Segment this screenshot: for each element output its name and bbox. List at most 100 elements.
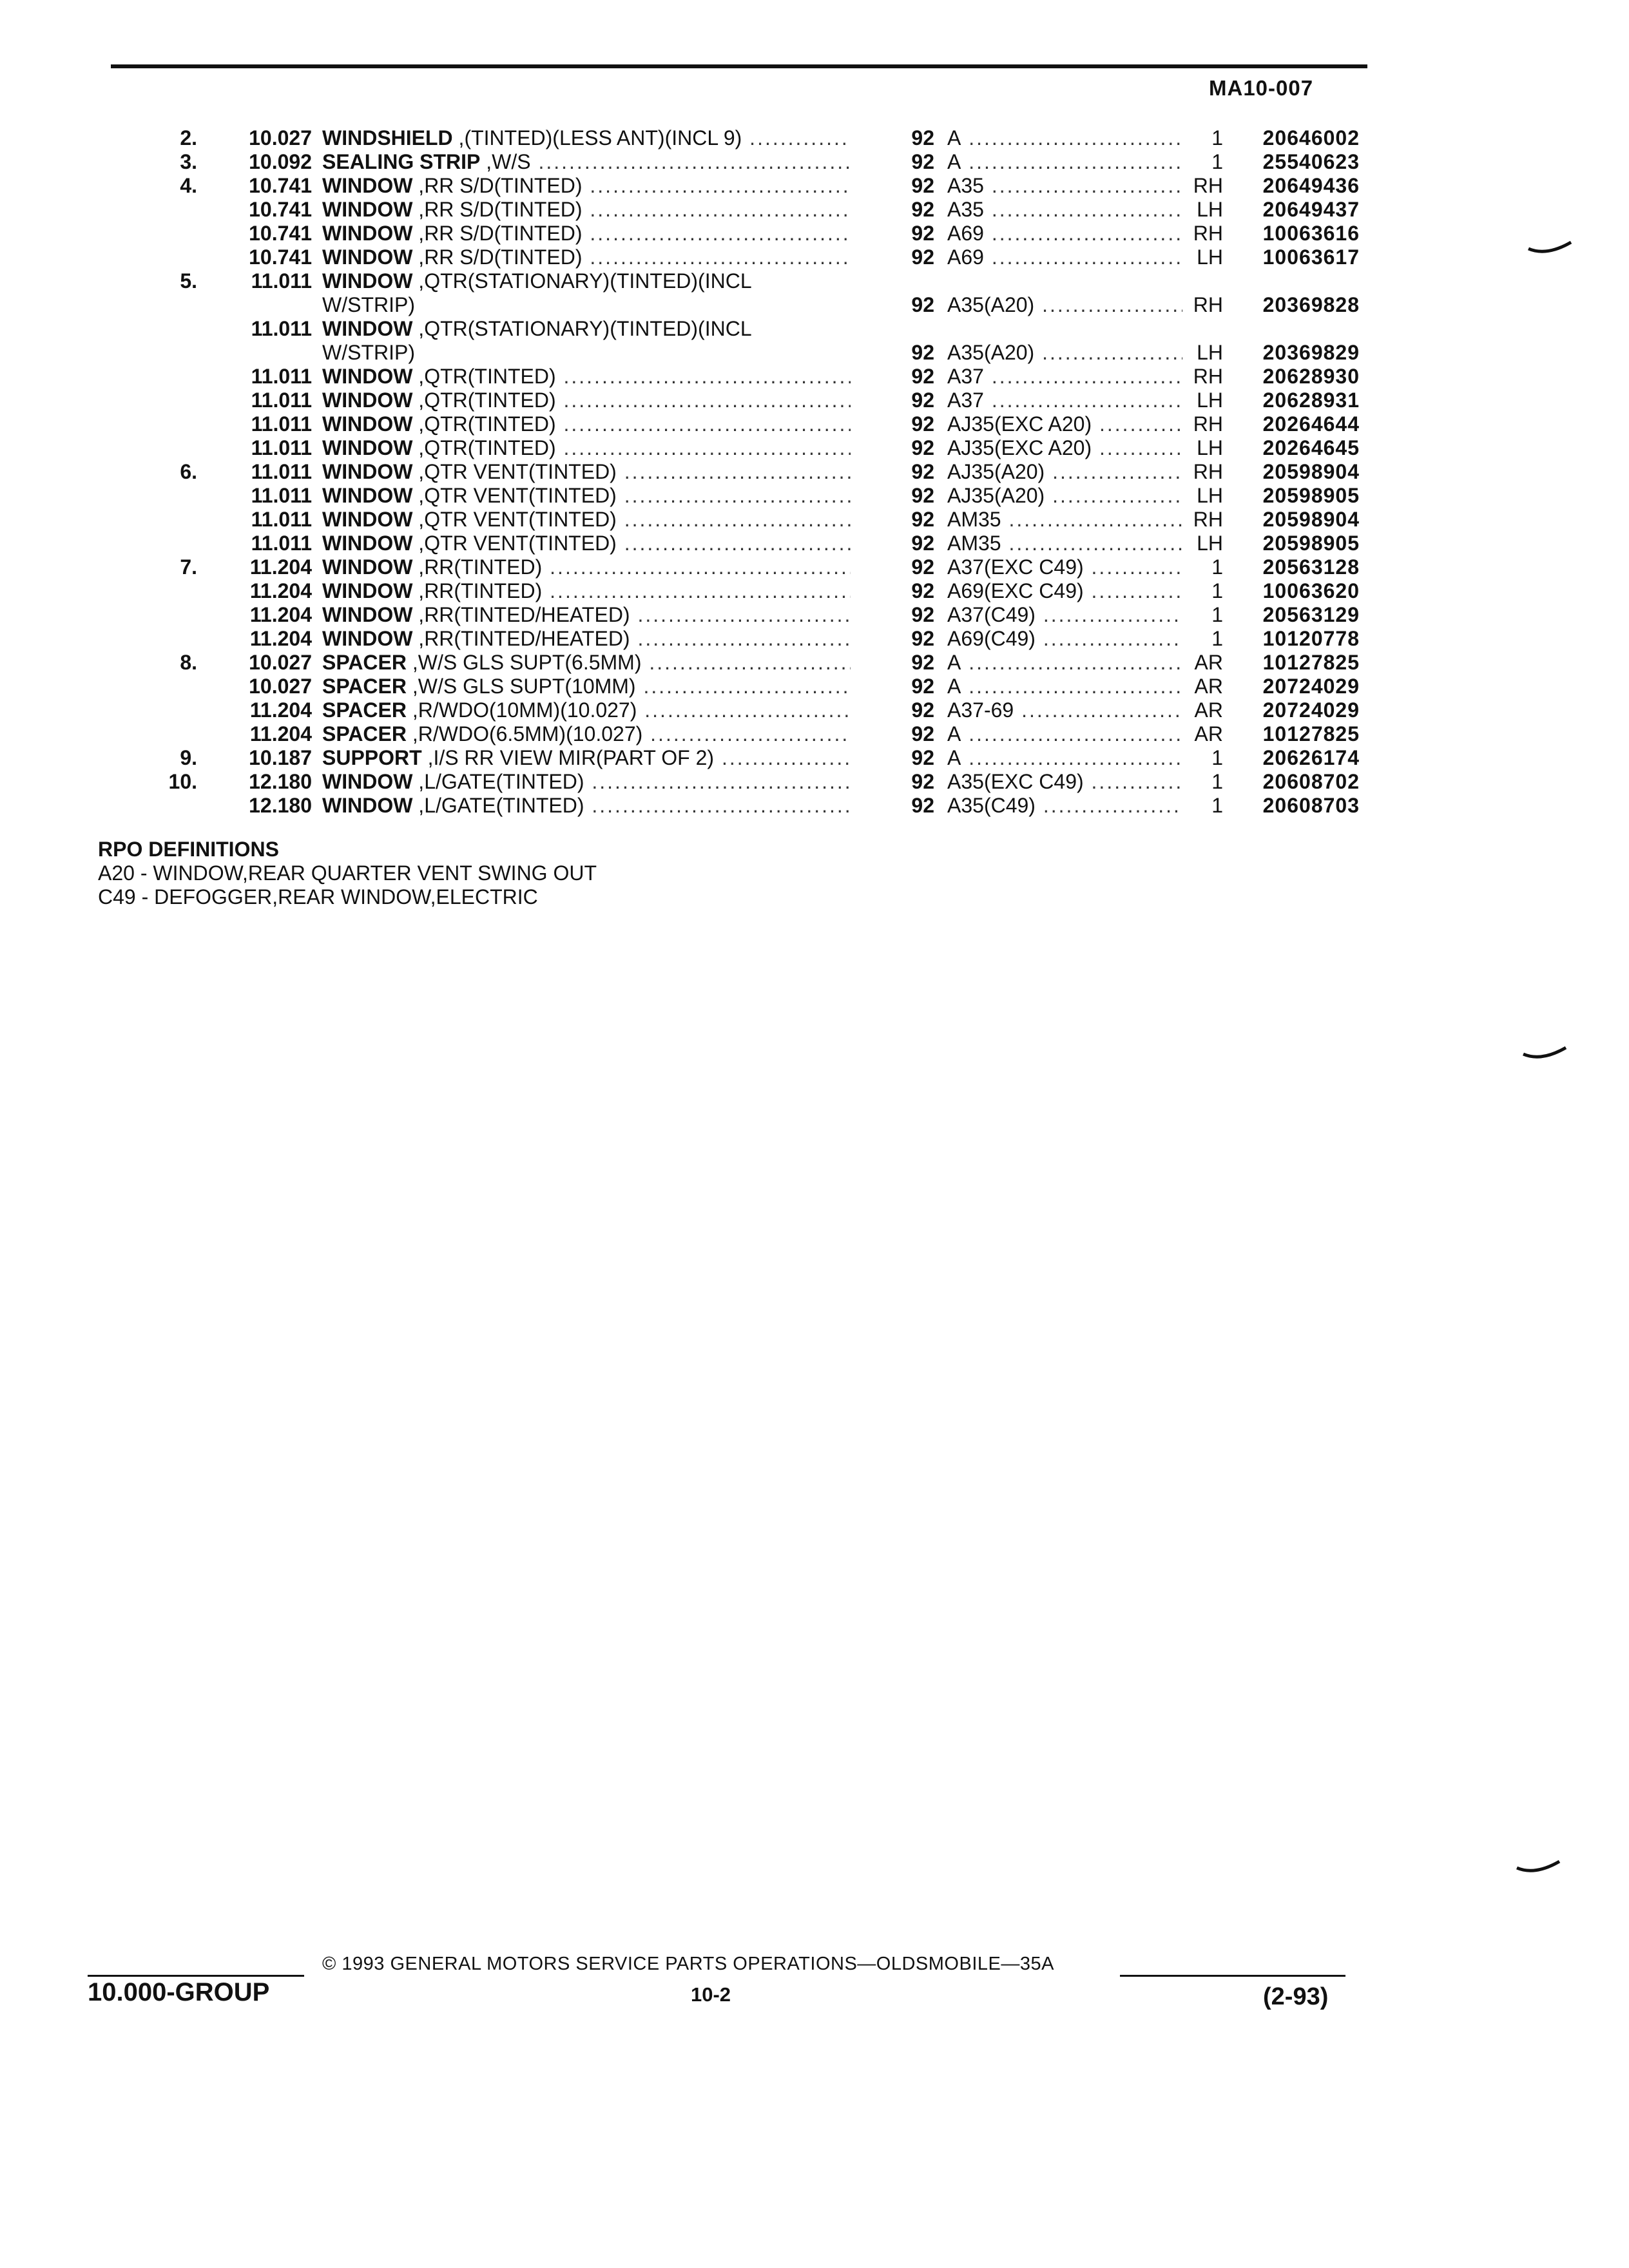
group-number: 12.180 — [249, 770, 312, 793]
body-style-code: A35(C49) — [947, 794, 1036, 817]
part-qualifier: ,L/GATE(TINTED) — [412, 770, 584, 793]
body-style: A35(A20) .............................. — [947, 341, 1182, 365]
body-style: A69(EXC C49) ...........................… — [947, 579, 1182, 603]
model-year: 92 — [911, 603, 934, 626]
body-style-code: AM35 — [947, 508, 1001, 531]
part-number: 20598904 — [1262, 508, 1360, 531]
part-description: WINDSHIELD ,(TINTED)(LESS ANT)(INCL 9) .… — [322, 126, 851, 150]
model-year: 92 — [911, 698, 934, 722]
body-style: A .............................. — [947, 675, 1182, 698]
item-number: 3. — [180, 150, 197, 173]
part-qualifier: ,QTR(TINTED) — [412, 389, 556, 412]
quantity: RH — [1193, 293, 1223, 316]
model-year: 92 — [911, 770, 934, 793]
part-number: 20724029 — [1262, 675, 1360, 698]
leader-dots: .............................. — [1043, 603, 1182, 626]
part-name: WINDOW — [322, 317, 413, 340]
body-style: A37(C49) .............................. — [947, 603, 1182, 627]
model-year: 92 — [911, 722, 934, 745]
quantity: 1 — [1211, 746, 1223, 769]
model-year: 92 — [911, 222, 934, 245]
part-name: SPACER — [322, 698, 407, 722]
part-name: SPACER — [322, 675, 407, 698]
group-number: 10.741 — [249, 174, 312, 197]
part-description: WINDOW ,QTR VENT(TINTED) ...............… — [322, 532, 851, 555]
group-number: 11.204 — [249, 579, 312, 602]
rpo-title: RPO DEFINITIONS — [98, 838, 279, 861]
body-style: A35(A20) .............................. — [947, 293, 1182, 317]
quantity: LH — [1197, 532, 1223, 555]
leader-dots: .............................. — [1099, 412, 1182, 436]
body-style: AJ35(EXC A20) ..........................… — [947, 436, 1182, 460]
leader-dots: ........................................… — [649, 651, 851, 674]
leader-dots: .............................. — [961, 150, 1182, 173]
model-year: 92 — [911, 436, 934, 459]
leader-dots: .............................. — [1043, 627, 1182, 650]
part-number: 10127825 — [1262, 722, 1360, 745]
top-rule — [111, 64, 1367, 68]
part-number: 20264644 — [1262, 412, 1360, 436]
leader-dots: .............................. — [1099, 436, 1182, 459]
group-number: 11.011 — [251, 365, 312, 388]
part-description: WINDOW ,RR S/D(TINTED) .................… — [322, 245, 851, 269]
quantity: RH — [1193, 460, 1223, 483]
leader-dots: .............................. — [1008, 532, 1182, 555]
quantity: LH — [1197, 484, 1223, 507]
part-description: WINDOW ,RR(TINTED) .....................… — [322, 555, 851, 579]
part-qualifier: ,W/S GLS SUPT(6.5MM) — [406, 651, 642, 674]
group-number: 11.011 — [251, 389, 312, 412]
item-number: 2. — [180, 126, 197, 149]
part-description: WINDOW ,L/GATE(TINTED) .................… — [322, 770, 851, 794]
part-description: WINDOW ,RR S/D(TINTED) .................… — [322, 222, 851, 245]
part-number: 20626174 — [1262, 746, 1360, 769]
part-number: 20646002 — [1262, 126, 1360, 149]
body-style-code: A37 — [947, 389, 984, 412]
part-qualifier: ,W/S — [480, 150, 531, 173]
body-style: A35 .............................. — [947, 174, 1182, 198]
body-style: AJ35(A20) .............................. — [947, 484, 1182, 508]
leader-dots: .............................. — [1021, 698, 1182, 722]
leader-dots: ........................................… — [650, 722, 851, 745]
body-style-code: A69 — [947, 245, 984, 269]
model-year: 92 — [911, 150, 934, 173]
group-number: 11.011 — [251, 412, 312, 436]
part-qualifier: ,QTR VENT(TINTED) — [412, 508, 617, 531]
leader-dots: .............................. — [1008, 508, 1182, 531]
part-number: 10127825 — [1262, 651, 1360, 674]
leader-dots: .............................. — [961, 651, 1182, 674]
body-style: AJ35(A20) .............................. — [947, 460, 1182, 484]
part-name: WINDOW — [322, 794, 413, 817]
binder-ring-mark — [1516, 1860, 1561, 1872]
body-style: A69(C49) .............................. — [947, 627, 1182, 651]
part-number: 20563129 — [1262, 603, 1360, 626]
part-name: SEALING STRIP — [322, 150, 481, 173]
part-description: WINDOW ,QTR VENT(TINTED) ...............… — [322, 484, 851, 508]
leader-dots: .............................. — [1042, 341, 1182, 364]
leader-dots: .............................. — [1052, 460, 1182, 483]
leader-dots: .............................. — [961, 746, 1182, 769]
part-name: WINDOW — [322, 603, 413, 626]
quantity: AR — [1194, 698, 1223, 722]
part-qualifier-continued: W/STRIP) — [322, 341, 415, 364]
part-number: 20649437 — [1262, 198, 1360, 221]
body-style-code: A35(EXC C49) — [947, 770, 1084, 793]
model-year: 92 — [911, 460, 934, 483]
body-style-code: AJ35(A20) — [947, 460, 1045, 483]
part-number: 20563128 — [1262, 555, 1360, 579]
part-description: WINDOW ,QTR(TINTED) ....................… — [322, 389, 851, 412]
group-number: 11.204 — [249, 698, 312, 722]
quantity: RH — [1193, 365, 1223, 388]
item-number: 8. — [180, 651, 197, 674]
model-year: 92 — [911, 794, 934, 817]
body-style: A .............................. — [947, 746, 1182, 770]
part-qualifier: ,QTR(STATIONARY)(TINTED)(INCL — [412, 269, 752, 293]
leader-dots: ........................................… — [563, 436, 851, 459]
group-number: 11.204 — [249, 627, 312, 650]
